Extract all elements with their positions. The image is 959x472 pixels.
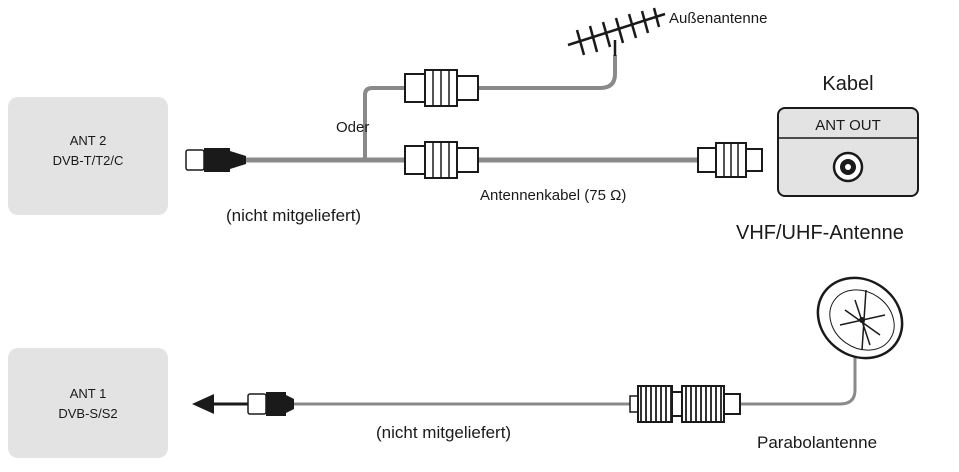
outdoor-antenna-icon bbox=[567, 7, 666, 56]
dish-cable bbox=[740, 350, 857, 406]
cable-title-label: Kabel bbox=[822, 73, 873, 95]
not-supplied-top-label: (nicht mitgeliefert) bbox=[226, 206, 361, 225]
vhf-uhf-antenna-label: VHF/UHF-Antenne bbox=[736, 222, 904, 244]
ant1-box-title: ANT 1 bbox=[70, 386, 107, 401]
ant1-port-box: ANT 1 DVB-S/S2 bbox=[8, 348, 168, 458]
ant1-box-background bbox=[8, 348, 168, 458]
outdoor-antenna-label: Außenantenne bbox=[669, 10, 767, 27]
arrow-left-icon bbox=[192, 394, 248, 414]
f-connector-icon bbox=[629, 385, 741, 423]
branch-cable-left bbox=[363, 86, 405, 160]
ant2-plug-icon bbox=[185, 148, 246, 172]
not-supplied-bottom-label: (nicht mitgeliefert) bbox=[376, 423, 511, 442]
ant2-box-background bbox=[8, 97, 168, 215]
ant1-box-subtitle: DVB-S/S2 bbox=[58, 406, 117, 421]
branch-coax-connector-icon bbox=[404, 69, 479, 107]
upper-branch-cable bbox=[363, 55, 617, 160]
ant1-plug-icon bbox=[247, 392, 294, 416]
ant-out-label: ANT OUT bbox=[815, 117, 881, 134]
satellite-dish-icon bbox=[816, 276, 904, 360]
ant2-port-box: ANT 2 DVB-T/T2/C bbox=[8, 97, 168, 215]
or-label: Oder bbox=[336, 119, 369, 136]
ant2-box-title: ANT 2 bbox=[70, 133, 107, 148]
main-coax-connector-icon bbox=[404, 141, 479, 179]
outlet-coax-connector-icon bbox=[697, 142, 763, 178]
antenna-cable-label: Antennenkabel (75 Ω) bbox=[480, 187, 626, 204]
branch-cable-right bbox=[478, 55, 617, 90]
ant2-box-subtitle: DVB-T/T2/C bbox=[53, 153, 124, 168]
satellite-dish-label: Parabolantenne bbox=[757, 433, 877, 452]
ant-out-socket-icon bbox=[832, 151, 864, 183]
cable-wall-outlet: ANT OUT bbox=[777, 107, 919, 197]
